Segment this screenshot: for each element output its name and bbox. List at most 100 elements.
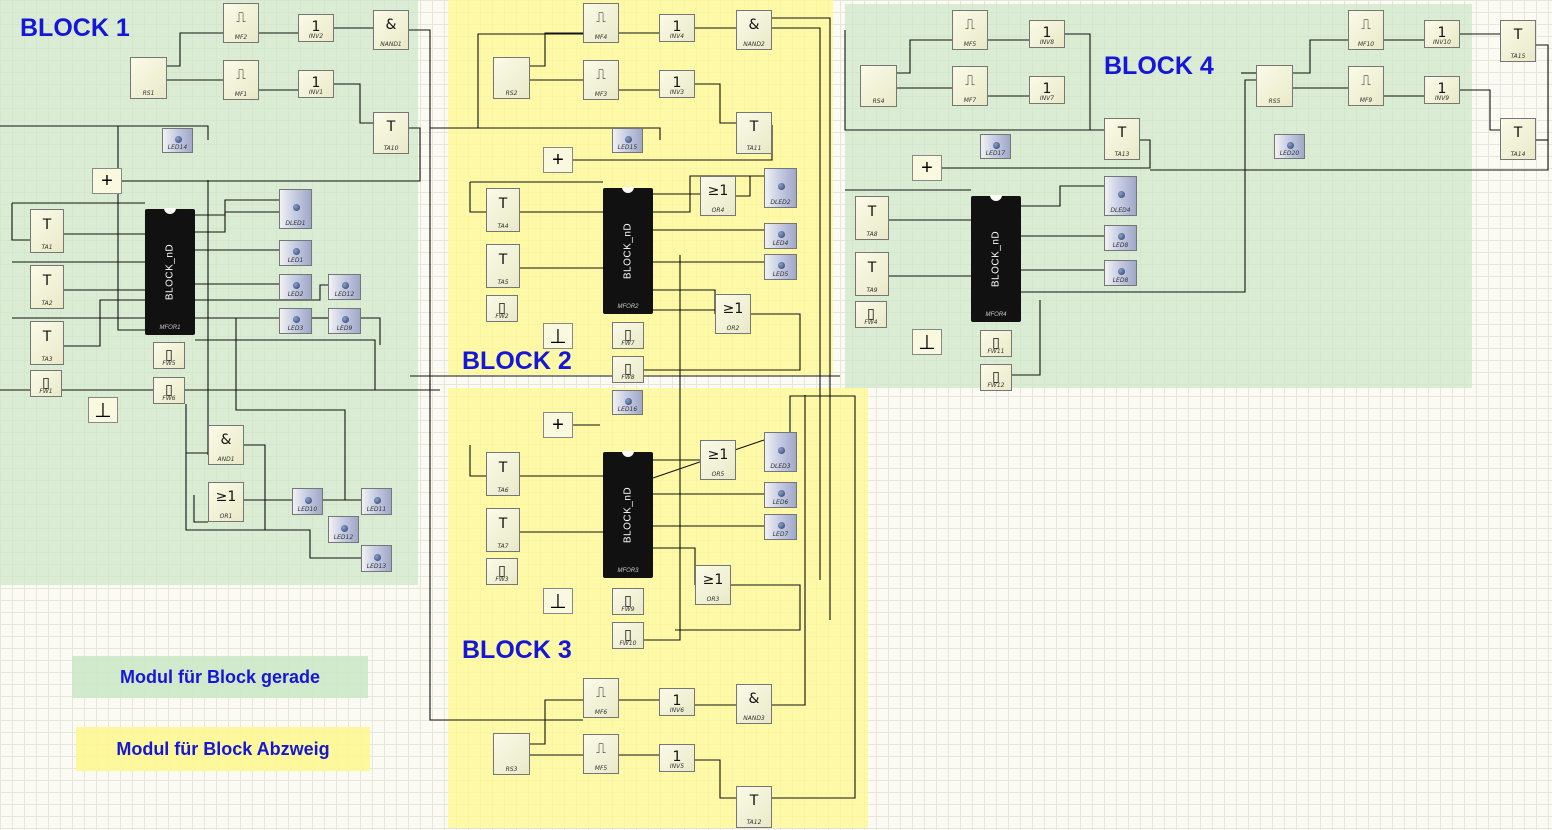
rs4[interactable]: RS4 (860, 65, 897, 107)
led17[interactable]: LED17 (980, 134, 1011, 159)
dled1[interactable]: DLED1 (279, 189, 312, 229)
dled4[interactable]: DLED4 (1104, 176, 1137, 216)
mf1[interactable]: ⎍MF1 (223, 60, 259, 100)
led4[interactable]: LED4 (764, 223, 797, 249)
ground-icon[interactable]: ⊥ (543, 323, 573, 349)
led15[interactable]: LED15 (612, 128, 643, 153)
led6[interactable]: LED6 (764, 482, 797, 508)
led3[interactable]: LED3 (279, 308, 312, 334)
mf3[interactable]: ⎍MF3 (583, 60, 619, 100)
mf6[interactable]: ⎍MF6 (583, 678, 619, 718)
rs5[interactable]: RS5 (1256, 65, 1293, 107)
rs1[interactable]: RS1 (130, 57, 167, 99)
led8[interactable]: LED8 (1104, 225, 1137, 251)
power-plus-icon[interactable]: + (92, 168, 122, 194)
fw2[interactable]: ▯FW2 (486, 295, 518, 322)
fw6[interactable]: ▯FW6 (153, 377, 185, 404)
nand1[interactable]: &NAND1 (373, 10, 409, 50)
dled2[interactable]: DLED2 (764, 168, 797, 208)
mf7[interactable]: ⎍MF7 (952, 66, 988, 106)
led1[interactable]: LED1 (279, 240, 312, 266)
mf5b[interactable]: ⎍MF5 (952, 10, 988, 50)
mf10[interactable]: ⎍MF10 (1348, 10, 1384, 50)
led12b[interactable]: LED12 (328, 516, 359, 543)
led20[interactable]: LED20 (1274, 134, 1305, 159)
fw1[interactable]: ▯FW1 (30, 370, 62, 397)
fw8[interactable]: ▯FW8 (612, 356, 644, 383)
led5[interactable]: LED5 (764, 254, 797, 280)
fw5[interactable]: ▯FW5 (153, 342, 185, 369)
fw4[interactable]: ▯FW4 (855, 301, 887, 328)
dled3[interactable]: DLED3 (764, 432, 797, 472)
fw12[interactable]: ▯FW12 (980, 364, 1012, 391)
rs3[interactable]: RS3 (493, 733, 530, 775)
led-indicator-icon (175, 135, 182, 143)
mf2[interactable]: ⎍MF2 (223, 3, 259, 43)
rs2[interactable]: RS2 (493, 57, 530, 99)
mf9-symbol: ⎍ (1361, 72, 1371, 89)
fw9[interactable]: ▯FW9 (612, 588, 644, 615)
led14[interactable]: LED14 (162, 128, 193, 153)
wire (573, 125, 773, 161)
nand3[interactable]: &NAND3 (736, 684, 772, 724)
led8b[interactable]: LED8 (1104, 260, 1137, 286)
ground-icon[interactable]: ⊥ (912, 329, 942, 355)
led11[interactable]: LED11 (361, 488, 392, 515)
led9[interactable]: LED9 (328, 308, 361, 334)
power-plus-icon[interactable]: + (543, 147, 573, 173)
led16[interactable]: LED16 (612, 390, 643, 415)
led12[interactable]: LED12 (328, 274, 361, 300)
led10[interactable]: LED10 (292, 488, 323, 515)
ground-icon[interactable]: ⊥ (543, 588, 573, 614)
led7[interactable]: LED7 (764, 514, 797, 540)
ground-icon[interactable]: ⊥ (88, 397, 118, 423)
led2[interactable]: LED2 (279, 274, 312, 300)
fw3[interactable]: ▯FW3 (486, 558, 518, 585)
mf5[interactable]: ⎍MF5 (583, 734, 619, 774)
mf4[interactable]: ⎍MF4 (583, 3, 619, 43)
fw7[interactable]: ▯FW7 (612, 322, 644, 349)
led13[interactable]: LED13 (361, 545, 392, 572)
power-plus-icon[interactable]: + (543, 412, 573, 438)
fw10[interactable]: ▯FW10 (612, 622, 644, 649)
fw11[interactable]: ▯FW11 (980, 330, 1012, 357)
power-plus-icon[interactable]: + (912, 155, 942, 181)
and1[interactable]: &AND1 (208, 425, 244, 465)
nand2[interactable]: &NAND2 (736, 10, 772, 50)
mf9[interactable]: ⎍MF9 (1348, 66, 1384, 106)
